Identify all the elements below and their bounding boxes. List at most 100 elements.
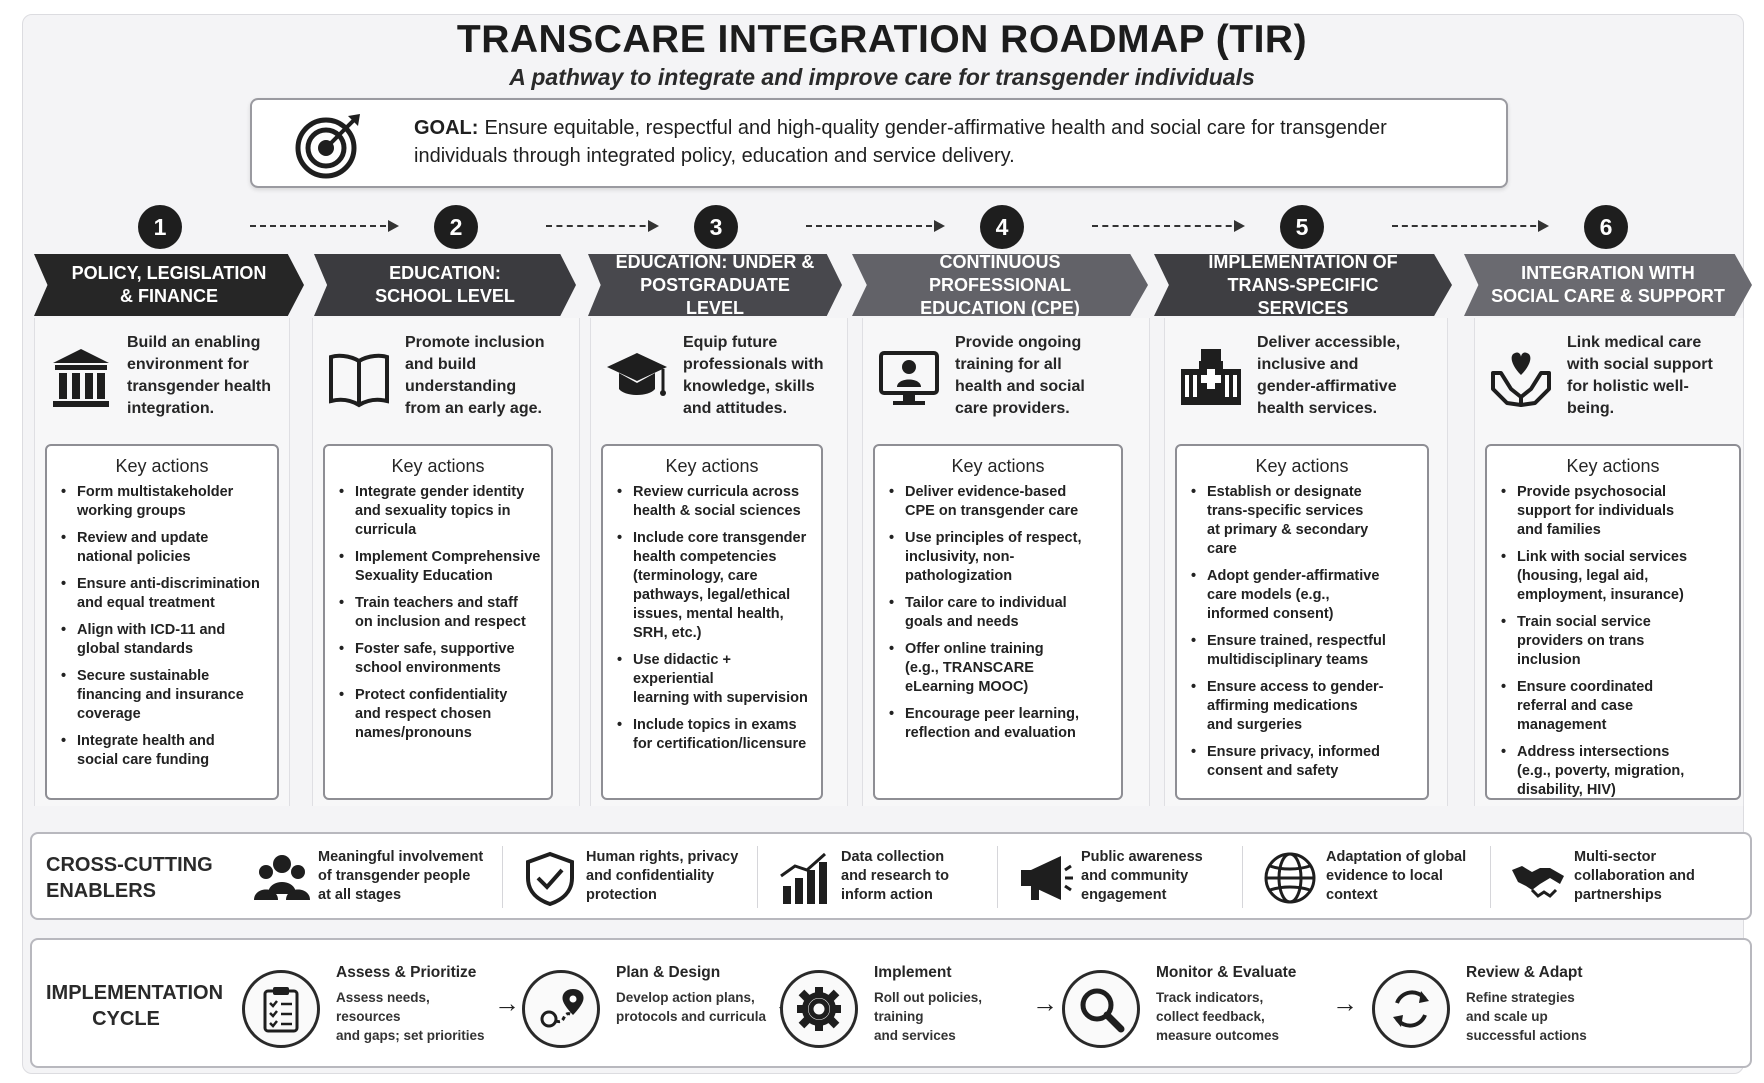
text-line: reflection and evaluation xyxy=(905,725,1076,741)
key-actions-box: Key actionsReview curricula acrosshealth… xyxy=(601,444,823,800)
text-line: working groups xyxy=(77,503,186,519)
text-line: names/pronouns xyxy=(355,725,472,741)
enabler-divider xyxy=(1242,846,1243,908)
building-icon xyxy=(53,349,109,407)
cycle-label: IMPLEMENTATION CYCLE xyxy=(46,982,224,1030)
text-line: knowledge, skills xyxy=(683,378,815,395)
text-line: inclusion xyxy=(1517,652,1581,668)
text-line: TRANS-SPECIFIC SERVICES xyxy=(1227,274,1379,318)
text-line: Review and update xyxy=(77,530,209,546)
key-action-item: Offer online training(e.g., TRANSCAREeLe… xyxy=(889,640,1111,697)
cycle-step-title: Assess & Prioritize xyxy=(336,964,477,981)
text-line: Adaptation of global xyxy=(1326,849,1467,865)
text-line: context xyxy=(1326,887,1378,903)
text-line: issues, mental health, xyxy=(633,606,784,622)
text-line: Provide psychosocial xyxy=(1517,484,1667,500)
text-line: Form multistakeholder xyxy=(77,484,234,500)
text-line: from an early age. xyxy=(405,400,542,417)
people-group-icon xyxy=(254,855,310,900)
text-line: CONTINUOUS PROFESSIONAL xyxy=(928,251,1071,295)
text-line: Deliver evidence-based xyxy=(905,484,1067,500)
step-number-5: 5 xyxy=(1280,205,1324,249)
text-line: Include core transgender xyxy=(633,530,807,546)
target-icon xyxy=(295,114,360,179)
hospital-icon xyxy=(1181,349,1241,405)
text-line: curricula xyxy=(355,522,417,538)
text-line: Multi-sector xyxy=(1574,849,1657,865)
text-line: INTEGRATION WITH xyxy=(1521,263,1695,283)
text-line: Train teachers and staff xyxy=(355,595,518,611)
text-line: and build xyxy=(405,356,477,373)
text-line: and gaps; set priorities xyxy=(336,1028,485,1043)
key-action-item: Use principles of respect,inclusivity, n… xyxy=(889,529,1111,586)
text-line: Align with ICD-11 and xyxy=(77,622,226,638)
cycle-step-title: Review & Adapt xyxy=(1466,964,1583,981)
key-action-item: Ensure access to gender-affirming medica… xyxy=(1191,678,1417,735)
cycle-icon-circle xyxy=(1062,970,1140,1048)
text-line: goals and needs xyxy=(905,614,1019,630)
cycle-step-description: Track indicators,collect feedback,measur… xyxy=(1156,988,1279,1045)
text-line: professionals with xyxy=(683,356,824,373)
key-actions-title: Key actions xyxy=(665,456,759,476)
key-action-item: Form multistakeholder working groups xyxy=(61,483,267,521)
text-line: Use principles of respect, xyxy=(905,530,1082,546)
text-line: affirming medications xyxy=(1207,698,1358,714)
cycle-arrow: → xyxy=(1032,988,1058,1018)
text-line: informed consent) xyxy=(1207,606,1334,622)
text-line: Secure sustainable xyxy=(77,668,210,684)
text-line: EDUCATION (CPE) xyxy=(920,297,1080,318)
page-subtitle: A pathway to integrate and improve care … xyxy=(509,64,1255,90)
step-number-3: 3 xyxy=(694,205,738,249)
text-line: Include topics in exams xyxy=(633,717,797,733)
cycle-arrow: → xyxy=(494,988,520,1018)
text-line: Provide ongoing xyxy=(955,334,1082,351)
text-line: EDUCATION: UNDER & xyxy=(615,251,815,272)
text-line: at primary & secondary xyxy=(1207,522,1369,538)
text-line: Track indicators, xyxy=(1156,990,1264,1005)
text-line: for holistic well- xyxy=(1567,378,1689,395)
text-line: health competencies xyxy=(633,549,777,565)
text-line: Deliver accessible, xyxy=(1257,334,1401,351)
text-line: being. xyxy=(1567,400,1615,417)
step-banner-3: EDUCATION: UNDER &POSTGRADUATE LEVEL xyxy=(588,254,842,316)
text-line: financing and insurance xyxy=(77,687,244,703)
text-line: coverage xyxy=(77,706,141,722)
text-line: learning with supervision xyxy=(633,690,808,706)
text-line: Use didactic + experiential xyxy=(633,652,731,687)
text-line: understanding xyxy=(405,378,517,395)
text-line: Meaningful involvement xyxy=(318,849,484,865)
text-line: SRH, etc.) xyxy=(633,625,702,641)
text-line: of transgender people xyxy=(318,868,471,884)
text-line: inclusive and xyxy=(1257,356,1359,373)
key-actions-title: Key actions xyxy=(951,456,1045,476)
text-line: Train social service xyxy=(1517,614,1651,630)
step-number-2: 2 xyxy=(434,205,478,249)
text-line: and respect chosen xyxy=(355,706,492,722)
graduation-cap-icon xyxy=(607,353,667,396)
enabler-divider xyxy=(997,846,998,908)
text-line: Ensure anti-discrimination xyxy=(77,576,260,592)
text-line: environment for xyxy=(127,356,249,373)
text-line: eLearning MOOC) xyxy=(905,679,1029,695)
cycle-icon-circle xyxy=(522,970,600,1048)
text-line: at all stages xyxy=(318,887,402,903)
text-line: Roll out policies, training xyxy=(874,990,983,1024)
text-line: and research to xyxy=(841,868,949,884)
